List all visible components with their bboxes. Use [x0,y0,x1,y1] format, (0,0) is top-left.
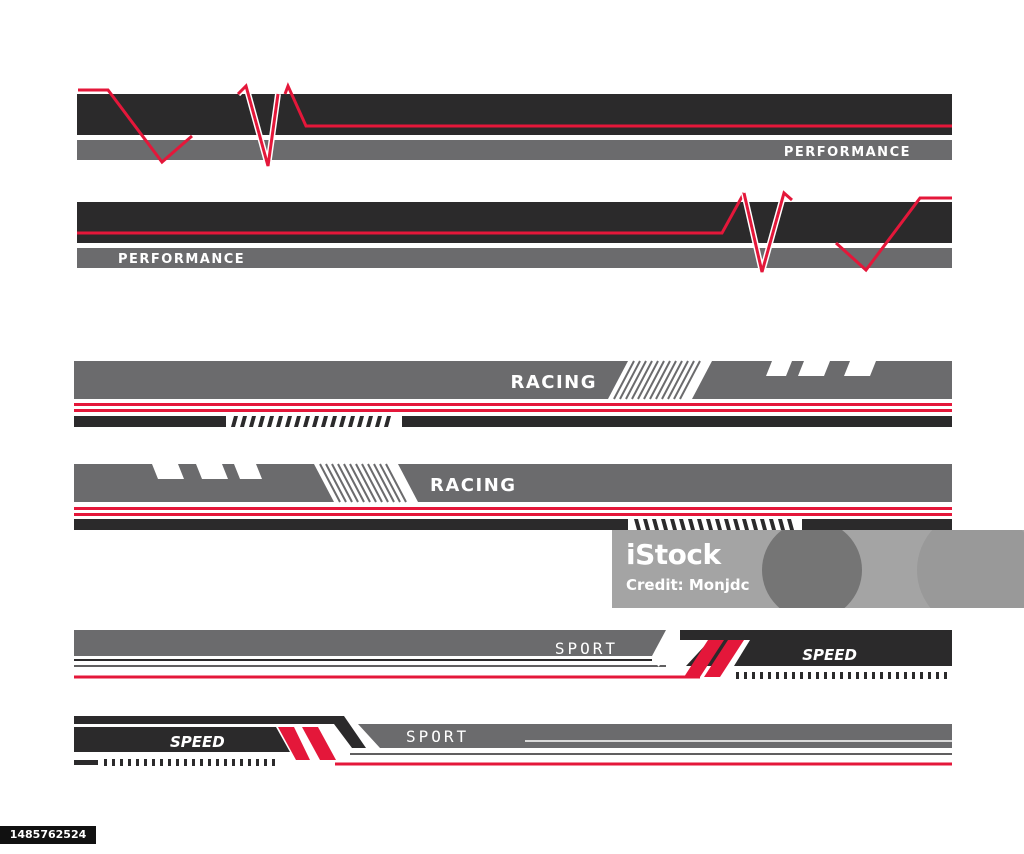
performance-label-2: PERFORMANCE [118,252,245,267]
watermark-credit: Credit: Monjdc [626,576,750,594]
watermark-circle-right [917,530,1024,608]
racing-stripe-2: RACING [74,463,952,530]
speed-label-2: SPEED [170,733,225,751]
racing-stripe-1: RACING [74,360,952,427]
sport-label-1: SPORT [555,639,618,658]
performance-stripe-1: PERFORMANCE [77,80,952,167]
performance-stripe-2: PERFORMANCE [77,187,952,273]
sport-speed-stripe-1: SPORT SPEED [74,630,952,679]
istock-watermark: iStock Credit: Monjdc [612,530,1024,608]
watermark-circle-left [762,530,862,608]
speed-label-1: SPEED [802,646,857,664]
racing-label-1: RACING [510,372,597,393]
image-id-badge: 1485762524 [0,826,96,844]
speed-sport-stripe-2: SPEED SPORT [74,716,952,766]
sport-label-2: SPORT [406,727,469,746]
watermark-brand: iStock [626,538,721,571]
performance-label-1: PERFORMANCE [784,145,911,160]
racing-label-2: RACING [430,475,517,496]
